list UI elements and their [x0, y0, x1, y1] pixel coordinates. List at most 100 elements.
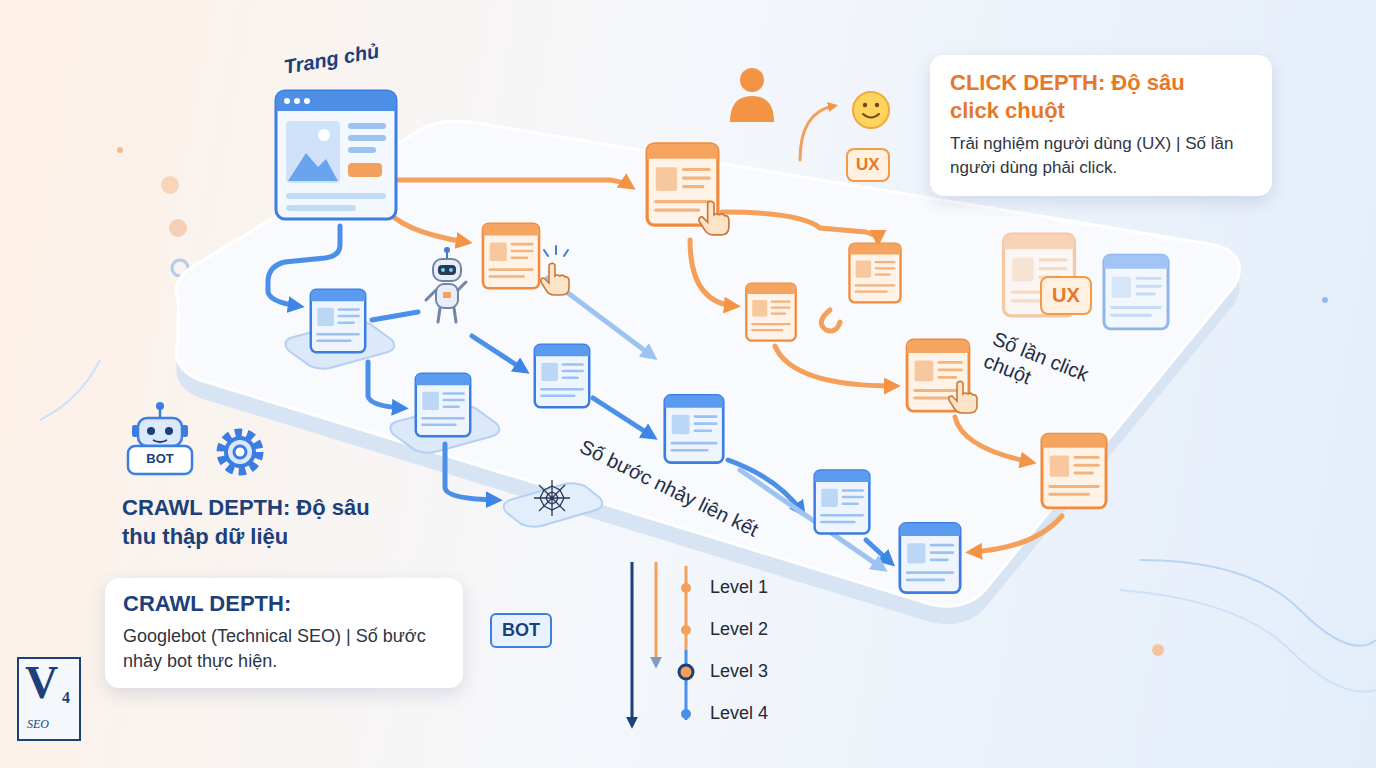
illustration-circle [294, 98, 300, 104]
illustration-circle [147, 427, 155, 435]
illustration-circle [449, 268, 453, 272]
path-label: Số bước nhảy liên kết [537, 416, 801, 560]
illustration-path [288, 153, 338, 181]
illustration-use [699, 201, 729, 235]
illustration-path [544, 246, 568, 256]
section-heading: CRAWL DEPTH: Độ sâu thu thập dữ liệu [122, 494, 402, 551]
illustration-rect [182, 425, 188, 437]
bot-tag: BOT [490, 613, 552, 648]
level-label: Level 2 [710, 619, 768, 640]
level-label: Level 4 [710, 703, 768, 724]
illustration-line [685, 566, 688, 650]
bubble-text: UX [1052, 284, 1080, 307]
browser-window-icon [274, 89, 410, 221]
illustration-circle [169, 219, 187, 237]
card-body: Trải nghiệm người dùng (UX) | Số lần ngư… [950, 132, 1252, 180]
illustration-rect [132, 425, 138, 437]
illustration-rect [348, 135, 386, 141]
illustration-use [1104, 255, 1168, 329]
logo-text: SEO [27, 718, 49, 730]
illustration-path [445, 444, 496, 500]
illustration-g [544, 246, 568, 256]
illustration-circle [875, 103, 879, 107]
ux-bubble: UX [846, 148, 890, 182]
illustration-use [949, 381, 977, 413]
illustration-path [722, 212, 878, 240]
logo-digit: 4 [62, 690, 70, 706]
illustration-rect [433, 259, 461, 281]
illustration-circle [681, 583, 691, 593]
illustration-path [740, 470, 882, 568]
illustration-use [1042, 434, 1106, 508]
illustration-path [730, 96, 774, 122]
illustration-path [972, 516, 1062, 552]
illustration-g [221, 433, 259, 471]
level-label: Level 1 [710, 577, 768, 598]
illustration-path [1140, 560, 1376, 646]
illustration-circle [441, 268, 445, 272]
bubble-text: UX [856, 155, 880, 175]
card-heading: CRAWL DEPTH: [123, 590, 445, 618]
illustration-path [546, 492, 558, 504]
illustration-rect [348, 147, 376, 153]
illustration-circle [161, 176, 179, 194]
illustration-path [690, 240, 734, 306]
illustration-path [372, 312, 418, 320]
illustration-path [540, 486, 564, 510]
level-label: Level 3 [710, 661, 768, 682]
illustration-path [775, 346, 894, 386]
illustration-circle [304, 98, 310, 104]
homepage-heading: Trang chủ [282, 35, 408, 79]
illustration-rect [443, 292, 451, 298]
illustration-circle [679, 665, 693, 679]
illustration-path [276, 91, 396, 111]
illustration-circle [165, 427, 173, 435]
illustration-path [1120, 590, 1376, 692]
illustration-circle [681, 625, 691, 635]
illustration-use [483, 224, 539, 289]
illustration-path [800, 106, 834, 160]
illustration-rect [436, 284, 458, 308]
illustration-use [665, 395, 723, 462]
card-heading: CLICK DEPTH: Độ sâu click chuột [950, 69, 1195, 124]
illustration-path [504, 483, 603, 526]
illustration-circle [853, 92, 889, 128]
illustration-path [398, 180, 630, 186]
illustration-rect [128, 446, 192, 474]
illustration-rect [348, 163, 382, 177]
logo-letter: V [25, 660, 58, 706]
illustration-rect [438, 265, 456, 275]
illustration-circle [234, 446, 246, 458]
illustration-circle [221, 433, 259, 471]
illustration-circle [156, 402, 164, 410]
illustration-rect [286, 193, 386, 199]
illustration-circle [284, 98, 290, 104]
illustration-g [426, 247, 466, 322]
tag-text: BOT [502, 620, 540, 641]
card-body: Googlebot (Technical SEO) | Số bước nhảy… [123, 624, 445, 674]
homepage-window: Trang chủ [270, 56, 410, 221]
ux-bubble: UX [1040, 276, 1092, 315]
illustration-path [821, 310, 840, 331]
illustration-path [40, 360, 100, 420]
illustration-rect [286, 205, 356, 211]
illustration-line [631, 562, 634, 724]
illustration-circle [1152, 644, 1164, 656]
illustration-path [153, 440, 167, 442]
illustration-path [368, 362, 402, 408]
illustration-g [548, 278, 882, 568]
illustration-use [849, 244, 900, 303]
illustration-path [438, 308, 456, 322]
illustration-path [955, 417, 1030, 462]
illustration-circle [318, 129, 330, 141]
illustration-svg [274, 89, 398, 221]
illustration-g [534, 480, 570, 516]
illustration-use [746, 284, 796, 341]
illustration-use [900, 523, 960, 592]
illustration-use [815, 471, 870, 534]
illustration-rect [18, 658, 80, 740]
illustration-use [416, 374, 470, 437]
illustration-use [541, 263, 569, 295]
illustration-line [446, 252, 448, 259]
